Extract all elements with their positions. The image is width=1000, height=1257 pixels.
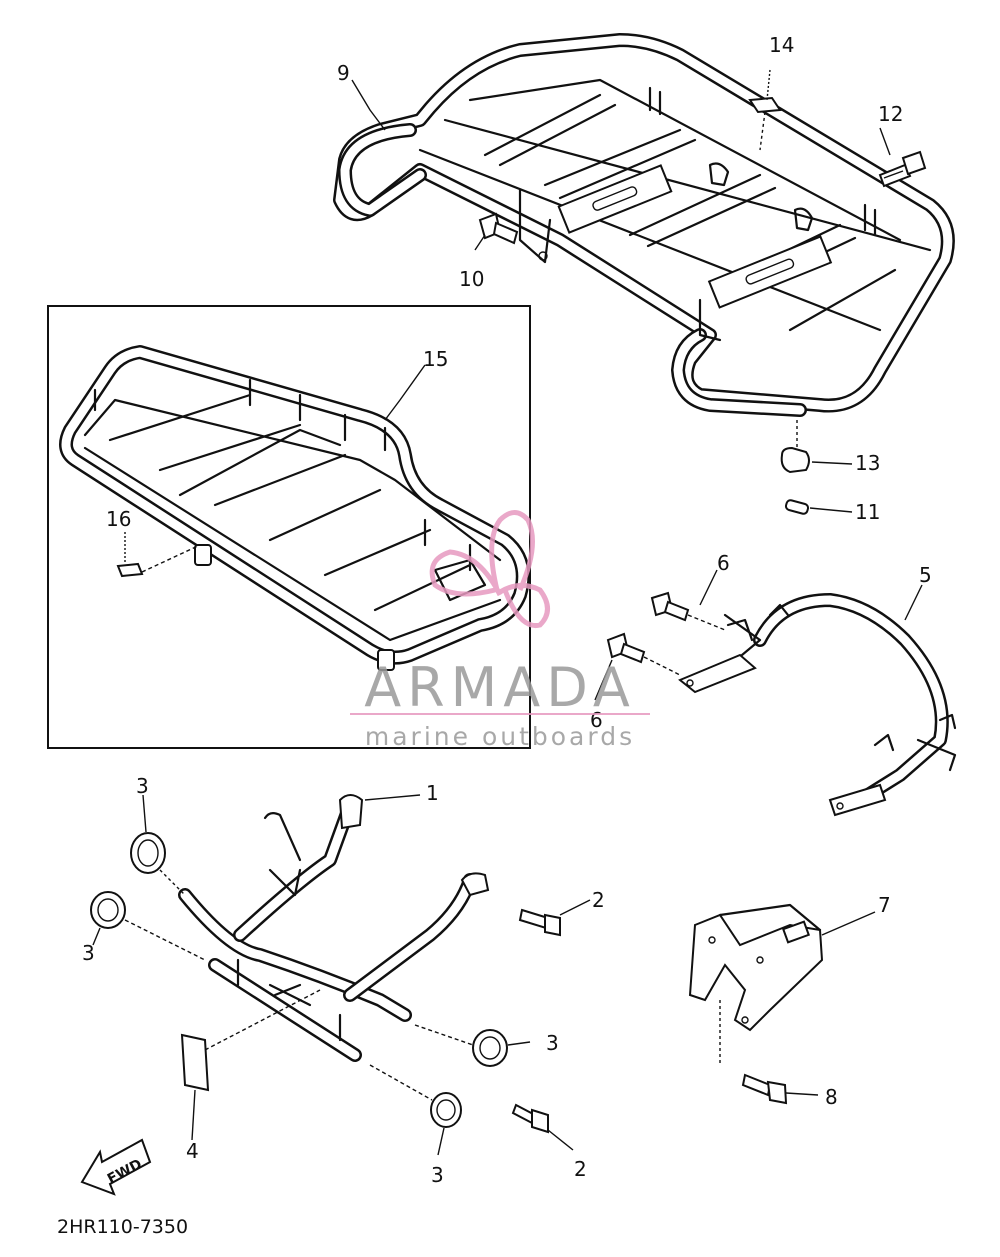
label-plate-4	[180, 989, 321, 1092]
label-7: 7	[878, 893, 891, 917]
label-12: 12	[878, 102, 903, 126]
label-16: 16	[106, 507, 131, 531]
bushing-3a	[130, 832, 186, 896]
label-plate-16	[116, 532, 201, 578]
bushing-3c	[414, 1024, 508, 1067]
label-3a: 3	[136, 774, 149, 798]
watermark-title: ARMADA	[364, 656, 636, 719]
label-3b: 3	[82, 941, 95, 965]
watermark: ARMADA marine outboards	[350, 510, 650, 751]
bolt-10	[478, 212, 519, 245]
rear-carrier-9	[333, 33, 955, 417]
bushing-3b	[90, 891, 206, 961]
bolt-8	[741, 1073, 788, 1105]
bushing-3d	[369, 1064, 462, 1128]
pin-11	[784, 499, 810, 515]
bolt-2b	[511, 1103, 549, 1134]
label-2b: 2	[574, 1157, 587, 1181]
front-carrier-15	[59, 345, 530, 671]
label-3c: 3	[546, 1031, 559, 1055]
label-3d: 3	[431, 1163, 444, 1187]
label-4: 4	[186, 1139, 199, 1163]
label-5: 5	[919, 563, 932, 587]
label-14: 14	[769, 33, 794, 57]
bolt-6b	[606, 632, 681, 676]
label-11: 11	[855, 500, 880, 524]
part-number-labels: 1 2 2 3 3 3 3 4 5 6 6 7 8 9 10 11 12 13 …	[82, 33, 932, 1187]
watermark-subtitle: marine outboards	[365, 722, 635, 751]
label-6a: 6	[717, 551, 730, 575]
front-guard-1	[178, 794, 490, 1062]
label-plate-14	[748, 96, 782, 114]
label-1: 1	[426, 781, 439, 805]
label-13: 13	[855, 451, 880, 475]
label-2a: 2	[592, 888, 605, 912]
label-9: 9	[337, 61, 350, 85]
diagram-code: 2HR110-7350	[57, 1216, 188, 1238]
clip-13	[780, 420, 810, 474]
leader-lines	[92, 79, 923, 1156]
bolt-6a	[650, 591, 726, 631]
label-8: 8	[825, 1085, 838, 1109]
bolt-12	[878, 150, 927, 188]
label-10: 10	[459, 267, 484, 291]
watermark-logo-icon	[429, 510, 550, 629]
bracket-7	[688, 903, 824, 1065]
bolt-2a	[518, 908, 561, 937]
label-15: 15	[423, 347, 448, 371]
fwd-arrow: FWD	[80, 1138, 152, 1196]
rear-guard-5	[678, 593, 957, 817]
